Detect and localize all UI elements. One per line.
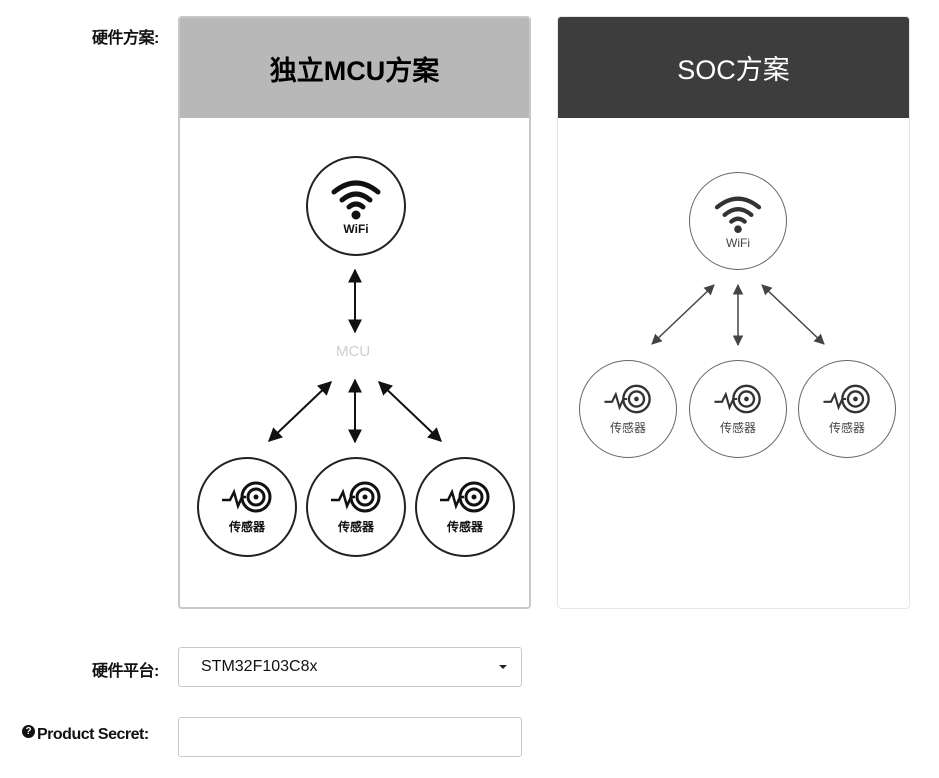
sensor-signal-icon — [440, 481, 490, 512]
soc-sensor-node: 传感器 — [798, 360, 896, 458]
hardware-platform-label: 硬件平台: — [92, 663, 159, 680]
product-secret-label: Product Secret: — [37, 726, 149, 743]
soc-wifi-label: WiFi — [726, 236, 750, 250]
soc-sensor-node: 传感器 — [579, 360, 677, 458]
wifi-icon — [714, 196, 762, 234]
soc-sensor-label: 传感器 — [828, 420, 865, 435]
hardware-platform-select[interactable]: STM32F103C8x — [178, 647, 522, 687]
soc-sensor-node: 传感器 — [689, 360, 787, 458]
product-secret-input[interactable] — [178, 717, 522, 757]
mcu-sensor-label: 传感器 — [337, 519, 374, 534]
mcu-sensor-label: 传感器 — [446, 519, 483, 534]
soc-connection-arrows — [651, 283, 825, 347]
sensor-signal-icon — [604, 384, 651, 413]
wifi-icon — [331, 180, 381, 220]
mcu-connection-arrows — [267, 268, 443, 444]
mcu-scheme-title: 独立MCU方案 — [180, 18, 529, 118]
soc-scheme-card[interactable]: SOC方案 WiFi 传感器 — [557, 16, 910, 609]
sensor-signal-icon — [222, 481, 272, 512]
soc-sensor-label: 传感器 — [609, 420, 646, 435]
mcu-label: MCU — [336, 343, 371, 360]
mcu-sensor-node: 传感器 — [415, 457, 515, 557]
sensor-signal-icon — [823, 384, 870, 413]
chevron-down-icon[interactable] — [499, 665, 507, 669]
hardware-platform-value: STM32F103C8x — [201, 658, 318, 675]
mcu-scheme-card[interactable]: 独立MCU方案 WiFi MCU 传感器 — [178, 16, 531, 609]
question-circle-icon[interactable]: ? — [22, 725, 35, 738]
mcu-wifi-node: WiFi — [306, 156, 406, 256]
soc-sensor-label: 传感器 — [719, 420, 756, 435]
sensor-signal-icon — [331, 481, 381, 512]
soc-wifi-node: WiFi — [689, 172, 787, 270]
hardware-scheme-label: 硬件方案: — [92, 30, 159, 47]
mcu-sensor-node: 传感器 — [306, 457, 406, 557]
mcu-wifi-label: WiFi — [343, 222, 369, 236]
sensor-signal-icon — [714, 384, 761, 413]
soc-scheme-title: SOC方案 — [558, 17, 909, 118]
mcu-sensor-label: 传感器 — [228, 519, 265, 534]
mcu-sensor-node: 传感器 — [197, 457, 297, 557]
